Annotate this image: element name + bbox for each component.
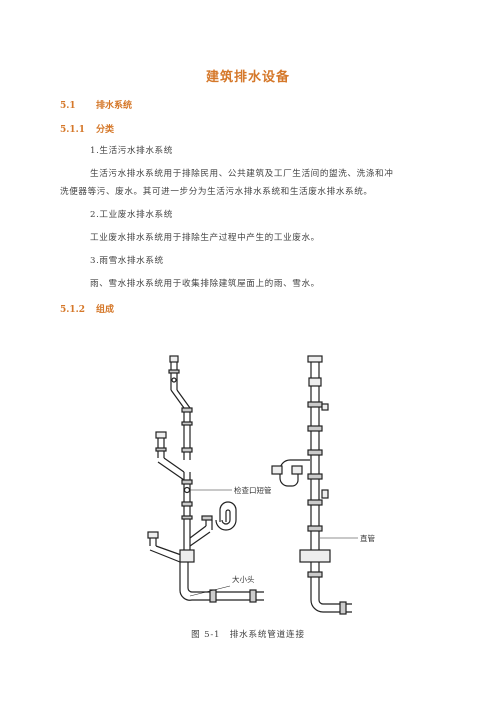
document-title: 建筑排水设备 (205, 70, 290, 85)
offset-elbow (170, 389, 191, 409)
label-reducer: 大小头 (232, 574, 255, 584)
label-inspection-short-pipe: 检查口短管 (234, 485, 272, 495)
item-body-1-line-1: 生活污水排水系统用于排除民用、公共建筑及工厂生活间的盥洗、洗涤和冲 (90, 169, 394, 179)
top-pipe (170, 362, 178, 390)
bottom-elbow (179, 562, 210, 601)
subsection-heading-classification: 5.1.1 分类 (60, 122, 114, 135)
main-stack-left (183, 412, 191, 460)
figure-caption: 图 5-1 排水系统管道连接 (191, 630, 305, 640)
subsection-number: 5.1.1 (60, 125, 86, 135)
drainage-pipe-diagram: 检查口短管 大小头 直管 (147, 355, 375, 615)
item-body-2: 工业废水排水系统用于排除生产过程中产生的工业废水。 (90, 233, 320, 243)
right-vertical-stack (310, 386, 320, 600)
pipe-cap (169, 355, 179, 363)
right-stack-cap (307, 355, 323, 363)
inspection-opening (183, 486, 191, 494)
right-cross-fitting (299, 549, 331, 563)
subsection-heading-composition: 5.1.2 组成 (60, 302, 114, 315)
item-body-3: 雨、雪水排水系统用于收集排除建筑屋面上的雨、雪水。 (90, 279, 320, 289)
horizontal-outlet (216, 591, 250, 601)
item-heading-3: 3.雨雪水排水系统 (90, 256, 164, 266)
subsection-number: 5.1.2 (60, 305, 86, 315)
section-heading: 5.1 排水系统 (60, 98, 132, 111)
label-straight-pipe: 直管 (360, 533, 375, 543)
subsection-title: 组成 (96, 305, 115, 315)
item-heading-2: 2.工业废水排水系统 (90, 210, 173, 220)
subsection-title: 分类 (96, 125, 115, 135)
section-title: 排水系统 (96, 101, 133, 111)
section-number: 5.1 (60, 101, 76, 111)
item-body-1-line-2: 洗便器等污、废水。其可进一步分为生活污水排水系统和生活废水排水系统。 (60, 187, 373, 197)
item-heading-1: 1.生活污水排水系统 (90, 146, 173, 156)
